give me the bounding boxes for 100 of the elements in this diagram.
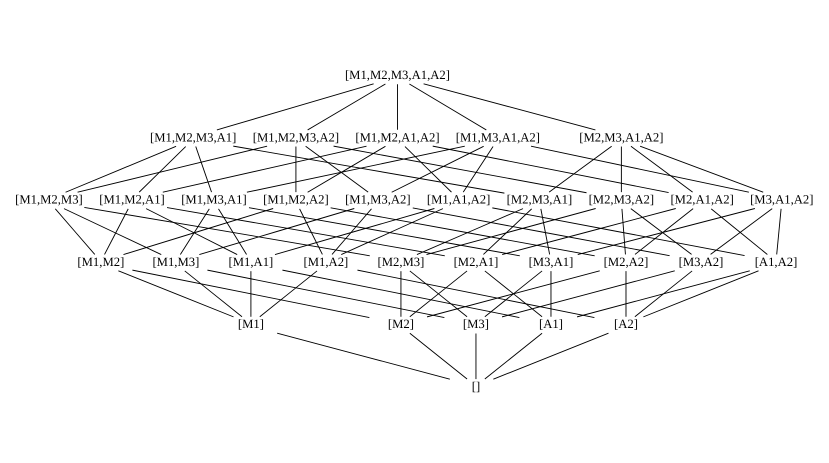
- connector: [408, 84, 487, 130]
- node-text: [M1,M2,M3,A1,A2]: [344, 68, 450, 82]
- connector: [54, 208, 96, 255]
- connector: [162, 146, 367, 193]
- node-text: [M1,M2,M3,A2]: [252, 130, 340, 144]
- connector: [634, 270, 693, 318]
- connector: [218, 208, 248, 255]
- connector: [340, 208, 444, 256]
- connector: [397, 84, 398, 130]
- connector: [132, 270, 370, 318]
- connector: [620, 146, 622, 193]
- connector: [404, 146, 452, 193]
- node-text: [M1,M2,M3]: [15, 192, 83, 207]
- connector: [216, 83, 374, 130]
- connector: [232, 146, 505, 194]
- connector: [146, 208, 238, 256]
- node-text: [M1,M2,A1,A2]: [355, 130, 440, 144]
- node-text: [M1,A1,A2]: [426, 192, 490, 207]
- connector: [84, 206, 370, 256]
- node-text: [M3,A1]: [528, 254, 574, 269]
- connector: [640, 146, 764, 193]
- connector: [184, 270, 242, 318]
- connector: [426, 270, 600, 318]
- connector: [206, 270, 445, 318]
- connector: [166, 207, 446, 256]
- connector: [432, 146, 670, 194]
- connector: [576, 270, 750, 318]
- node-text: [M2,M3,A1]: [506, 192, 572, 207]
- node-text: []: [472, 380, 480, 394]
- connector: [484, 332, 543, 380]
- connector: [180, 208, 210, 255]
- connector: [391, 146, 484, 193]
- connector: [423, 83, 596, 130]
- connector: [259, 270, 318, 318]
- node-text: [A1]: [538, 317, 563, 332]
- node-text: [M1,M3,A1,A2]: [456, 130, 540, 144]
- node-text: [M1,M2,M3,A1]: [150, 130, 236, 144]
- connector: [307, 146, 386, 193]
- connector: [333, 146, 587, 194]
- node-text: [M3,A1,A2]: [750, 192, 814, 207]
- node-text: [M1,A1]: [228, 254, 274, 269]
- connector: [307, 84, 386, 130]
- node-text: [M3,A2]: [678, 254, 724, 269]
- connector: [621, 208, 626, 255]
- connector: [250, 270, 252, 318]
- node-text: [M3]: [462, 317, 489, 332]
- connector: [577, 208, 756, 256]
- connector: [492, 207, 746, 256]
- node-text: [M1]: [238, 317, 264, 332]
- connector: [548, 146, 612, 193]
- connector: [550, 270, 552, 318]
- node-text: [M1,A2]: [304, 254, 348, 269]
- connector: [484, 270, 543, 318]
- connector: [282, 270, 520, 318]
- connector: [540, 208, 550, 255]
- node-text: [M1,M2]: [77, 254, 124, 269]
- connector: [409, 332, 468, 380]
- connector: [426, 208, 596, 256]
- connector: [299, 208, 323, 255]
- connector: [64, 208, 162, 256]
- connector: [412, 208, 670, 256]
- connector: [409, 270, 468, 318]
- node-text: [M2,A2]: [604, 254, 648, 269]
- node-text: [M2,M3,A2]: [588, 192, 654, 207]
- node-text: [A1,A2]: [754, 254, 798, 269]
- connector: [77, 146, 268, 193]
- connector: [198, 208, 355, 256]
- connector: [400, 270, 402, 318]
- connector: [416, 208, 524, 256]
- node-text: [M1,M2,A1]: [99, 192, 165, 207]
- connector: [104, 208, 129, 255]
- node-text: [M2,A1]: [454, 254, 498, 269]
- connector: [274, 208, 435, 256]
- connector: [642, 270, 759, 318]
- node-text: [M1,M2,A2]: [263, 192, 329, 207]
- connector: [118, 270, 234, 318]
- node-text: [M2,M3]: [378, 254, 424, 269]
- connector: [332, 208, 372, 255]
- connector: [65, 146, 177, 193]
- node-text: [M1,M3,A2]: [345, 192, 411, 207]
- connector: [330, 207, 596, 256]
- connector: [492, 332, 609, 380]
- connector: [462, 146, 494, 193]
- connector: [138, 146, 186, 193]
- node-text: [M1,M3]: [152, 254, 200, 269]
- node-text: [A2]: [614, 317, 638, 332]
- connector: [305, 146, 369, 193]
- connector: [776, 208, 782, 255]
- node-text: [M2,A1,A2]: [670, 192, 734, 207]
- connector: [248, 207, 520, 256]
- node-text: [M1,M3,A1]: [181, 192, 247, 207]
- node-text: [M2]: [388, 317, 414, 332]
- connector: [502, 270, 676, 318]
- connector: [630, 146, 694, 193]
- connector: [482, 208, 532, 255]
- connector: [357, 270, 595, 318]
- node-text: [M2,M3,A1,A2]: [579, 130, 664, 144]
- connector: [295, 146, 296, 193]
- connector: [123, 208, 274, 256]
- connector: [530, 146, 750, 193]
